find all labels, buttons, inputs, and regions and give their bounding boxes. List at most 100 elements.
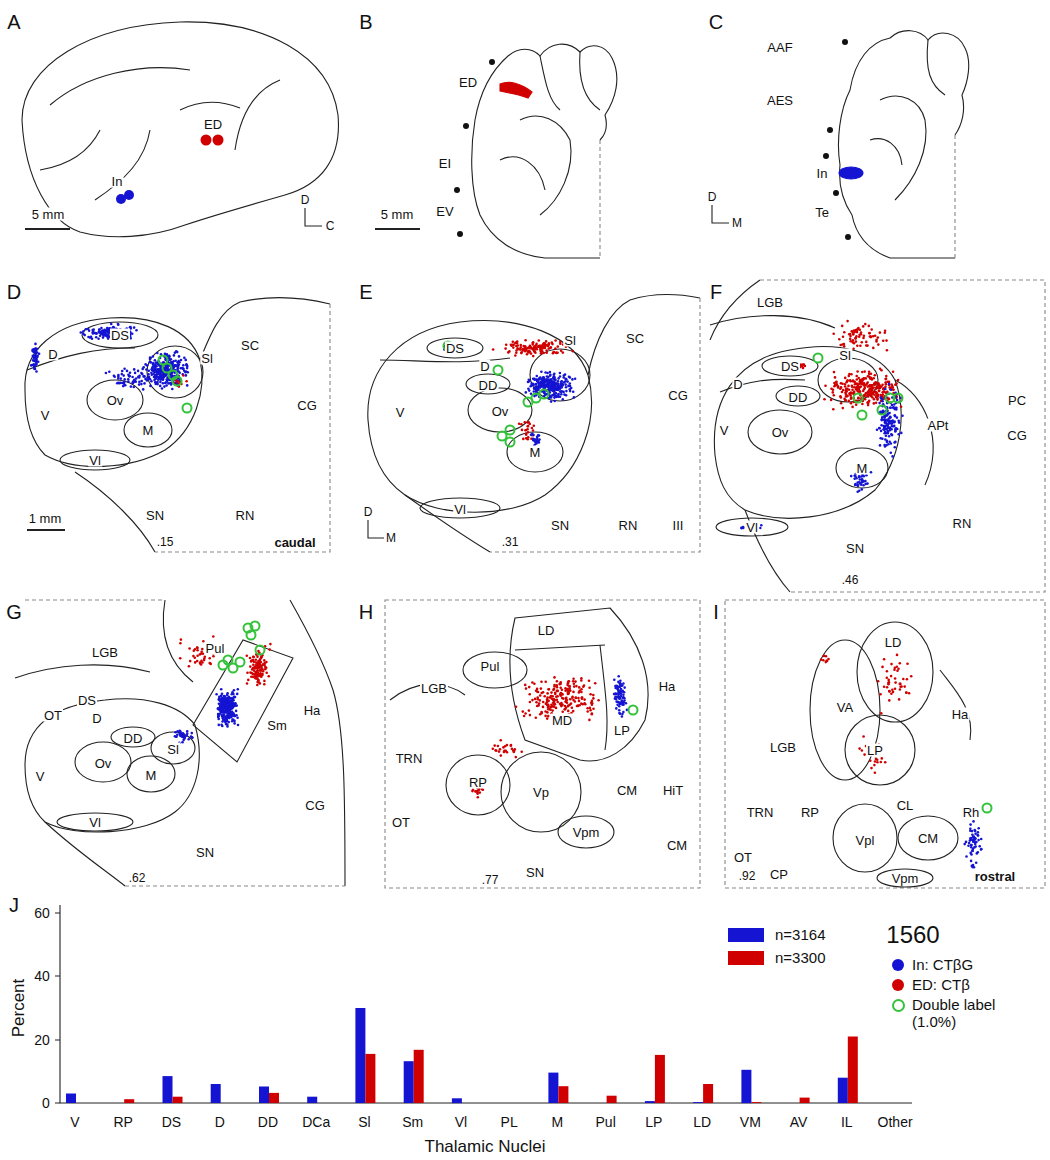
- labeled-cell: [857, 377, 860, 380]
- labeled-cell: [554, 395, 557, 398]
- labeled-cell: [113, 375, 116, 378]
- labeled-cell: [865, 377, 868, 380]
- labeled-cell: [123, 378, 126, 381]
- labeled-cell: [876, 429, 879, 432]
- outline: [845, 234, 851, 240]
- labeled-cell: [540, 377, 543, 380]
- labeled-cell: [534, 386, 537, 389]
- labeled-cell: [557, 380, 560, 383]
- labeled-cell: [865, 341, 868, 344]
- labeled-cell: [561, 383, 564, 386]
- labeled-cell: [840, 396, 843, 399]
- labeled-cell: [159, 385, 162, 388]
- labeled-cell: [890, 451, 893, 454]
- labeled-cell: [124, 384, 127, 387]
- labeled-cell: [866, 381, 869, 384]
- labeled-cell: [760, 524, 763, 527]
- labeled-cell: [83, 334, 86, 337]
- labeled-cell: [883, 419, 886, 422]
- labeled-cell: [860, 475, 863, 478]
- labeled-cell: [528, 389, 531, 392]
- labeled-cell: [545, 349, 548, 352]
- labeled-cell: [164, 375, 167, 378]
- outline: [290, 600, 345, 886]
- labeled-cell: [545, 352, 548, 355]
- labeled-cell: [891, 455, 894, 458]
- labeled-cell: [154, 359, 157, 362]
- labeled-cell: [532, 355, 535, 358]
- labeled-cell: [32, 359, 35, 362]
- outline: [580, 52, 600, 110]
- labeled-cell: [186, 384, 189, 387]
- labeled-cell: [861, 488, 864, 491]
- labeled-cell: [851, 389, 854, 392]
- labeled-cell: [832, 391, 835, 394]
- labeled-cell: [900, 432, 903, 435]
- labeled-cell: [226, 692, 229, 695]
- labeled-cell: [552, 387, 555, 390]
- labeled-cell: [543, 392, 546, 395]
- labeled-cell: [235, 704, 238, 707]
- labeled-cell: [894, 383, 897, 386]
- labeled-cell: [872, 347, 875, 350]
- labeled-cell: [558, 387, 561, 390]
- labeled-cell: [185, 364, 188, 367]
- labeled-cell: [177, 363, 180, 366]
- outline: [833, 190, 839, 196]
- labeled-cell: [843, 343, 846, 346]
- labeled-cell: [874, 374, 877, 377]
- labeled-cell: [525, 437, 528, 440]
- labeled-cell: [878, 389, 881, 392]
- labeled-cell: [562, 398, 565, 401]
- labeled-cell: [532, 438, 535, 441]
- labeled-cell: [759, 527, 762, 530]
- labeled-cell: [85, 328, 88, 331]
- labeled-cell: [878, 427, 881, 430]
- labeled-cell: [901, 414, 904, 417]
- labeled-cell: [133, 368, 136, 371]
- labeled-cell: [876, 397, 879, 400]
- labeled-cell: [143, 375, 146, 378]
- labeled-cell: [120, 377, 123, 380]
- labeled-cell: [883, 427, 886, 430]
- labeled-cell: [127, 378, 130, 381]
- labeled-cell: [121, 370, 124, 373]
- labeled-cell: [554, 339, 557, 342]
- labeled-cell: [135, 377, 138, 380]
- labeled-cell: [830, 388, 833, 391]
- labeled-cell: [159, 381, 162, 384]
- labeled-cell: [31, 349, 34, 352]
- labeled-cell: [151, 366, 154, 369]
- labeled-cell: [888, 383, 891, 386]
- labeled-cell: [565, 390, 568, 393]
- outline: [305, 208, 322, 226]
- labeled-cell: [515, 352, 518, 355]
- labeled-cell: [527, 381, 530, 384]
- labeled-cell: [514, 342, 517, 345]
- labeled-cell: [841, 383, 844, 386]
- labeled-cell: [881, 418, 884, 421]
- labeled-cell: [824, 384, 827, 387]
- labeled-cell: [894, 407, 897, 410]
- labeled-cell: [533, 350, 536, 353]
- labeled-cell: [838, 338, 841, 341]
- labeled-cell: [870, 328, 873, 331]
- labeled-cell: [532, 341, 535, 344]
- labeled-cell: [885, 339, 888, 342]
- labeled-cell: [529, 347, 532, 350]
- labeled-cell: [168, 359, 171, 362]
- labeled-cell: [236, 693, 239, 696]
- outline: [880, 96, 926, 200]
- labeled-cell: [854, 484, 857, 487]
- labeled-cell: [879, 367, 882, 370]
- labeled-cell: [839, 344, 842, 347]
- labeled-cell: [33, 365, 36, 368]
- labeled-cell: [851, 406, 854, 409]
- labeled-cell: [525, 429, 528, 432]
- labeled-cell: [900, 406, 903, 409]
- labeled-cell: [550, 381, 553, 384]
- labeled-cell: [141, 373, 144, 376]
- labeled-cell: [147, 373, 150, 376]
- outline: [40, 130, 100, 170]
- labeled-cell: [173, 366, 176, 369]
